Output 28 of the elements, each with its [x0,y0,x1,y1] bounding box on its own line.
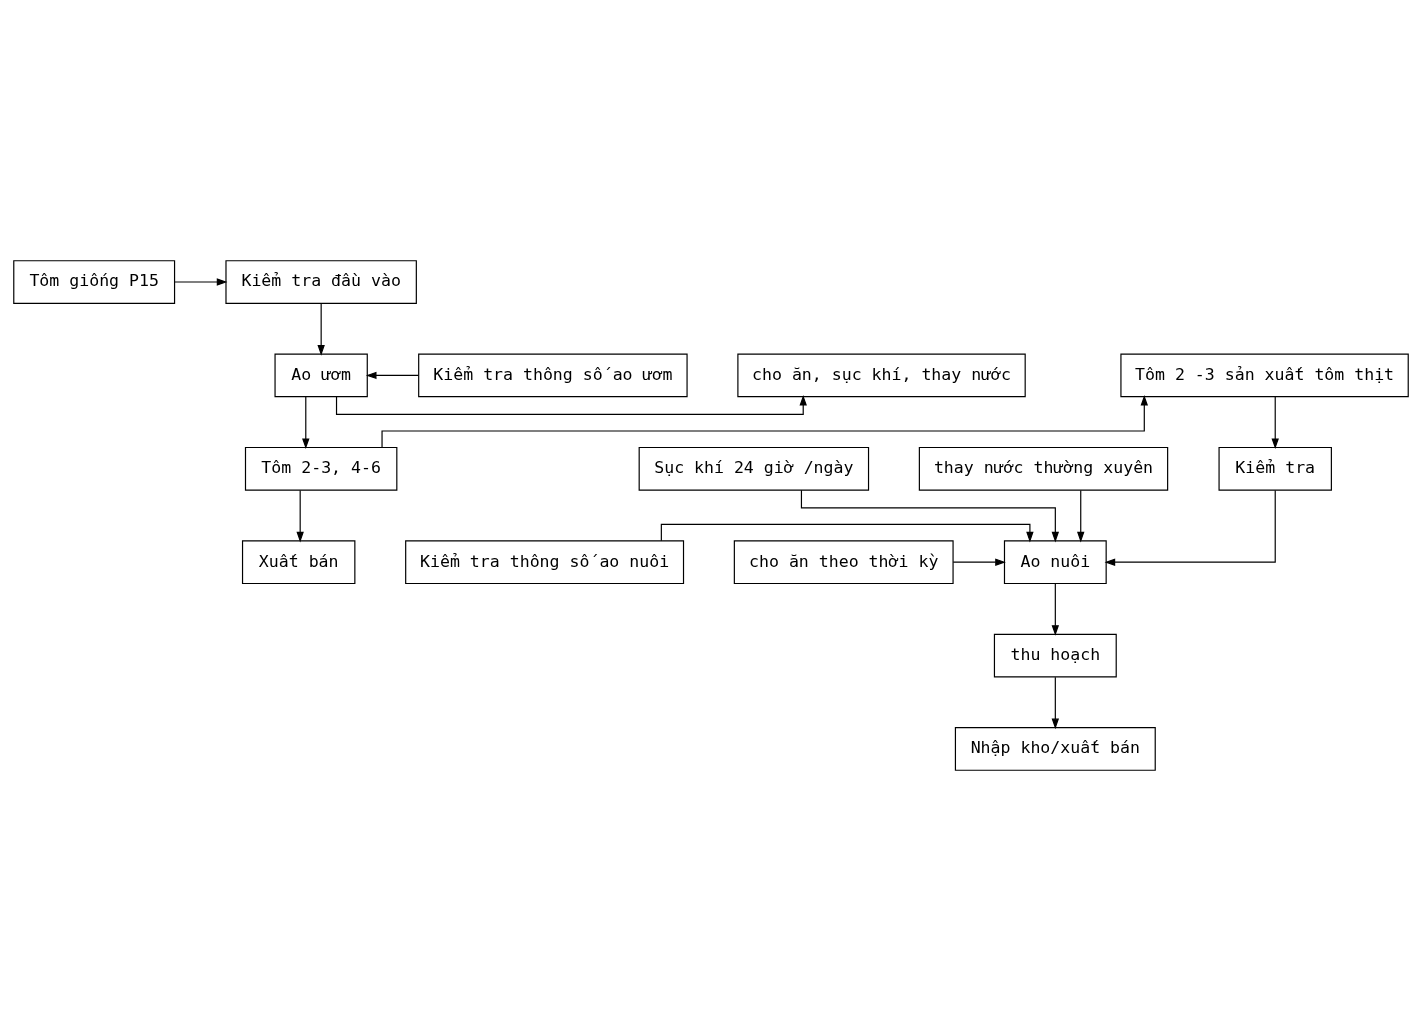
node-box: cho ăn, sục khí, thay nước [737,353,1026,397]
node-box: Kiểm tra thông số ao ươm [418,353,688,397]
arrow [174,277,228,286]
node-box: Tôm 2 -3 sản xuất tôm thịt [1120,353,1409,397]
arrow [952,557,1006,566]
arrow [365,371,419,379]
node-box: Kiểm tra thông số ao nuôi [405,539,685,584]
node-box: Kiểm tra đầu vào [225,259,417,304]
node-box: thu hoạch [993,633,1117,677]
node-box: Ao ươm [274,353,368,397]
arrow [1077,489,1085,542]
arrow [1104,489,1276,566]
arrow [317,302,325,356]
arrow [1271,395,1279,449]
node-box: Ao nuôi [1003,539,1107,584]
node-box: Tôm giống P15 [13,259,176,304]
node-box: Sục khí 24 giờ /ngày [638,446,870,491]
arrow [296,489,304,542]
node-box: Nhập kho/xuất bán [954,726,1156,771]
node-box: Xuất bán [241,539,356,584]
arrow [302,395,310,449]
node-box: cho ăn theo thời kỳ [733,539,954,584]
node-box: Kiểm tra [1218,446,1332,491]
node-box: thay nước thường xuyên [918,446,1169,491]
arrow [1051,582,1060,636]
node-box: Tôm 2-3, 4-6 [244,446,398,491]
arrow [335,394,807,415]
arrow [1051,676,1060,729]
